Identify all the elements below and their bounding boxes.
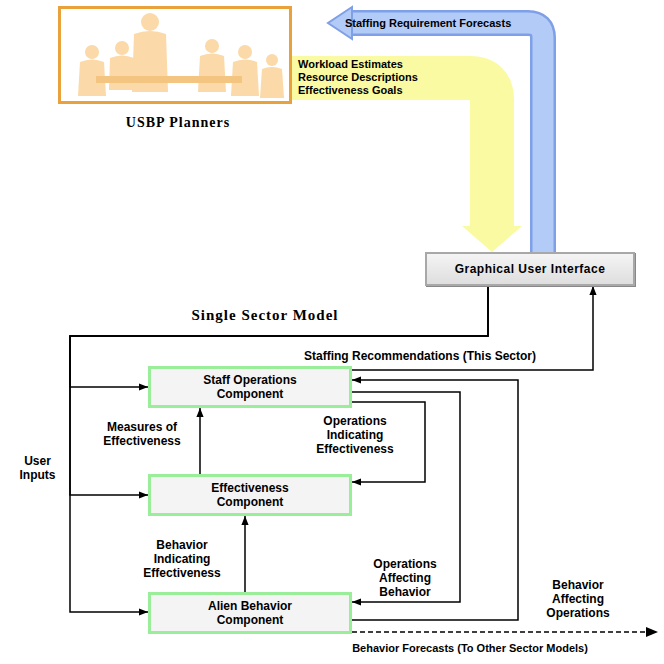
- component-box: Staff Operations Component: [148, 366, 352, 408]
- band-shaft: [352, 23, 543, 252]
- connector: [70, 286, 488, 495]
- connector-line: [199, 408, 201, 474]
- component-box: Alien Behavior Component: [148, 592, 352, 634]
- forecast-arrowhead: [646, 627, 658, 637]
- planners-box: USBP Planners: [58, 6, 292, 104]
- connector-line: [244, 516, 246, 592]
- node-text: Alien Behavior Component: [188, 599, 313, 627]
- edge-label: Behavior Indicating Effectiveness: [127, 538, 237, 580]
- band-outline: [352, 23, 543, 252]
- edge-label: Behavior Affecting Operations: [528, 578, 628, 620]
- connector: [200, 408, 201, 474]
- edge-label: Measures of Effectiveness: [92, 420, 192, 448]
- node-text: Effectiveness Component: [185, 481, 315, 509]
- component-box: Effectiveness Component: [148, 474, 352, 516]
- edge-label: Operations Indicating Effectiveness: [300, 414, 410, 456]
- node-text: Graphical User Interface: [455, 262, 606, 276]
- edge-label: Workload Estimates Resource Descriptions…: [298, 58, 448, 97]
- edge-label: Operations Affecting Behavior: [355, 557, 455, 599]
- connector: [245, 516, 246, 592]
- interface-box: Graphical User Interface: [425, 252, 635, 286]
- connector-line: [70, 286, 488, 495]
- output-band-arrow: [328, 7, 543, 252]
- connector-line: [70, 286, 488, 612]
- edge-label: Staffing Requirement Forecasts: [345, 16, 545, 30]
- input-band-arrow: [292, 78, 522, 252]
- forecast-label: Behavior Forecasts (To Other Sector Mode…: [290, 641, 650, 655]
- edge-label: Staffing Recommendations (This Sector): [240, 349, 600, 363]
- connector: [70, 286, 488, 612]
- band-head: [462, 226, 522, 252]
- node-text: Staff Operations Component: [185, 373, 315, 401]
- node-text: USBP Planners: [41, 116, 315, 130]
- forecast-dashed-line: [352, 631, 648, 633]
- input-label: User Inputs: [10, 454, 65, 482]
- section-title: Single Sector Model: [160, 307, 370, 324]
- band-shaft: [292, 78, 492, 226]
